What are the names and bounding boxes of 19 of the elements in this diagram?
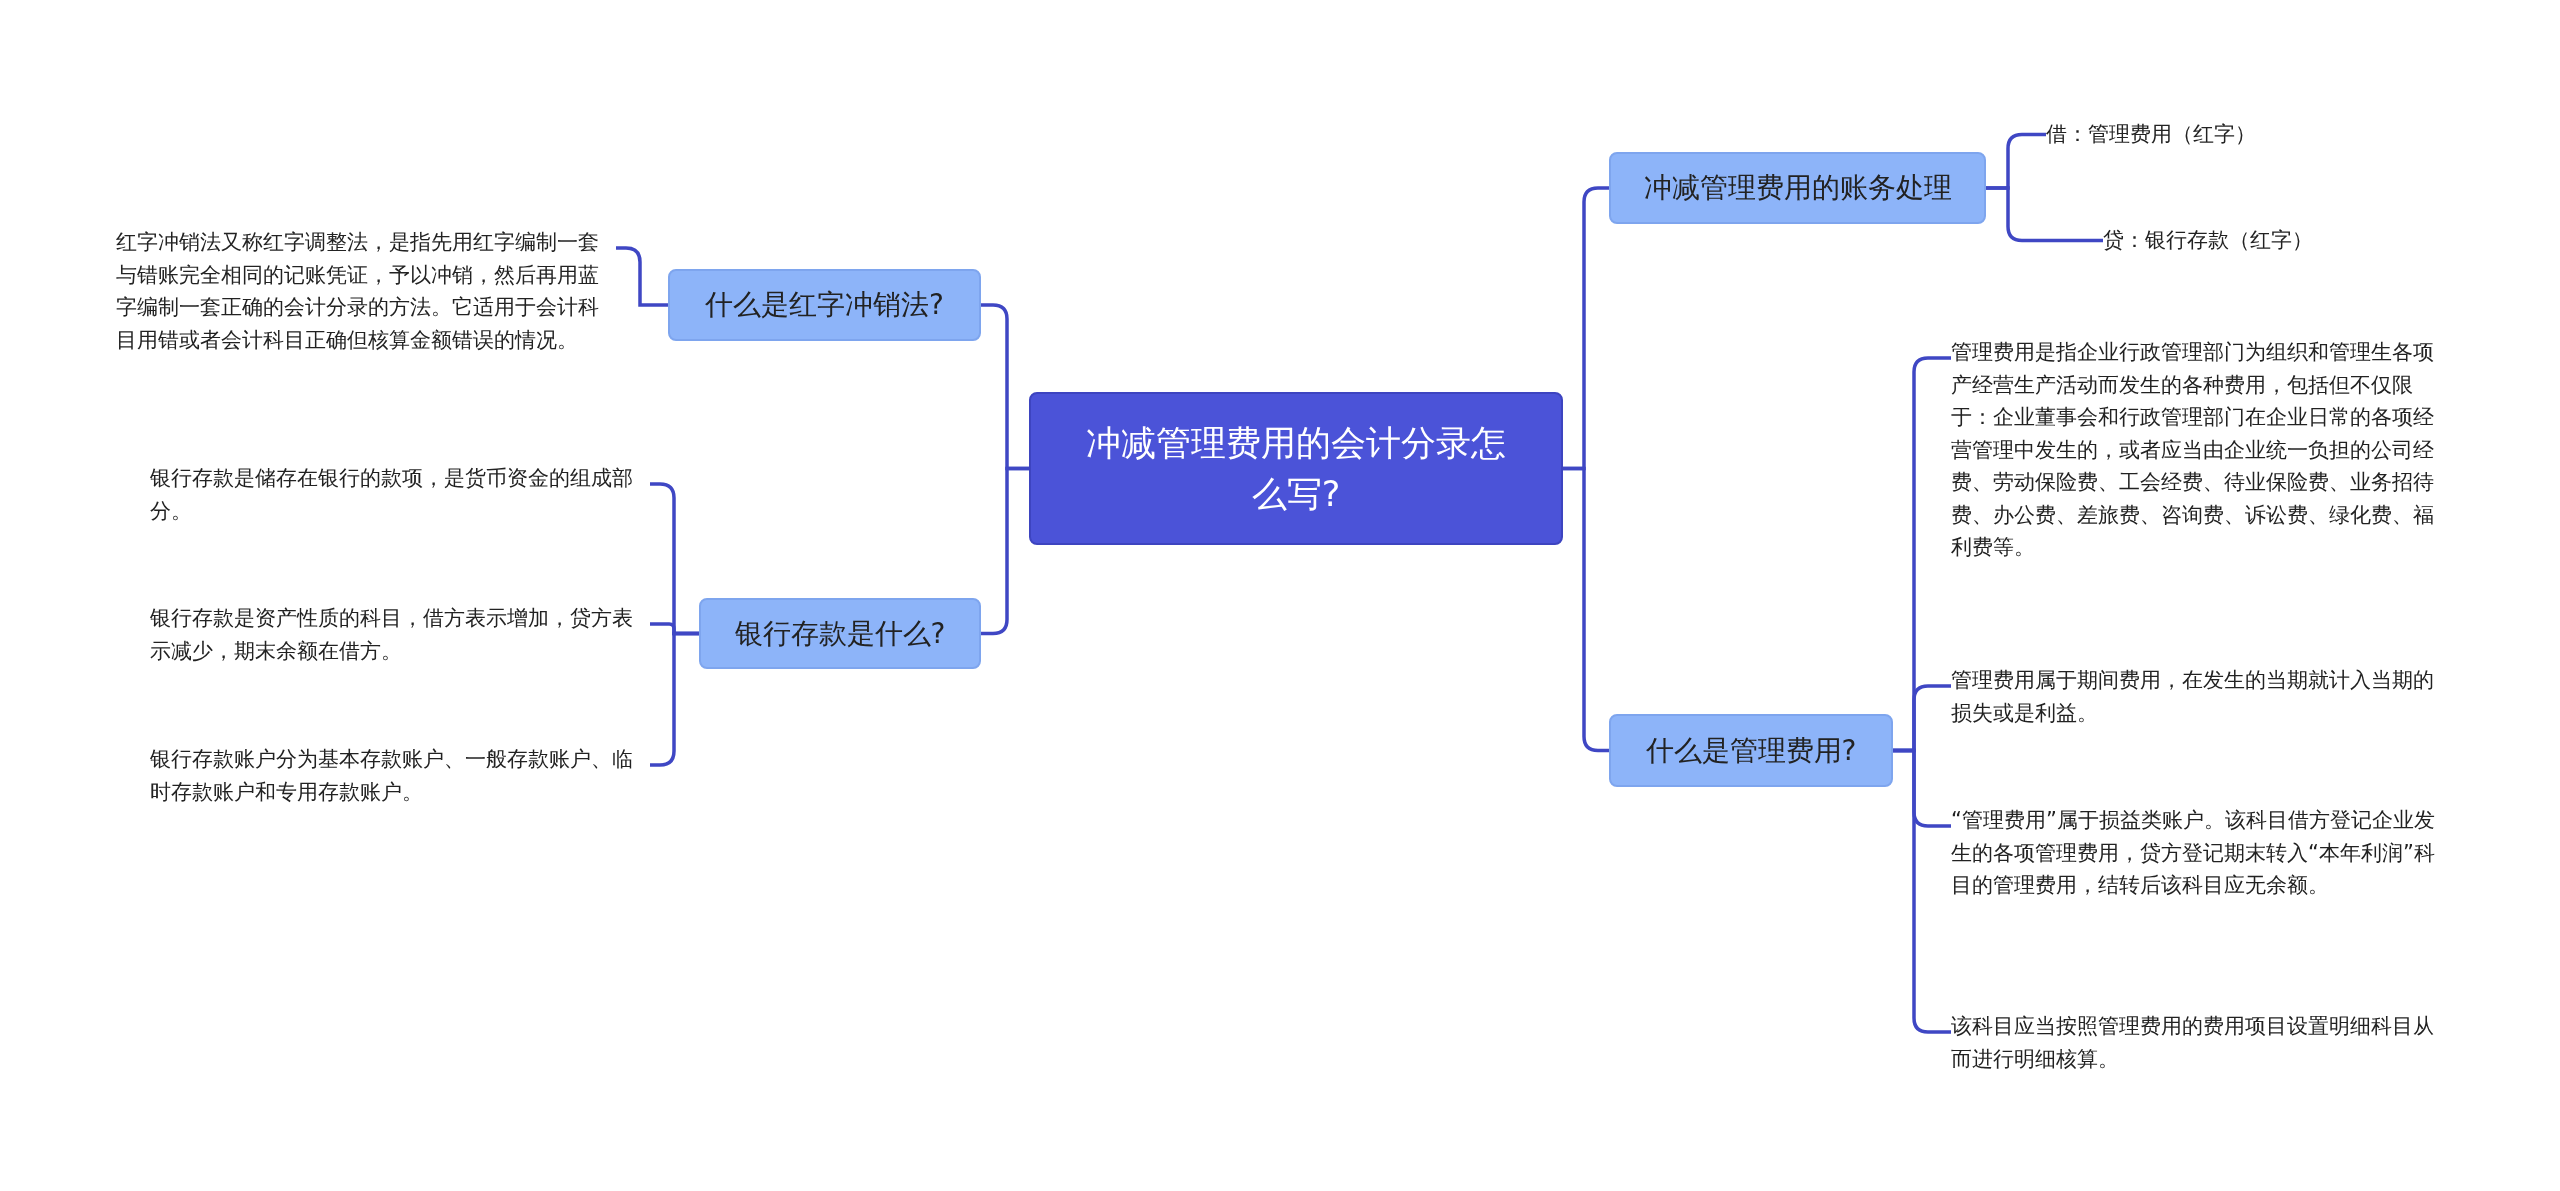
topic-box: 什么是红字冲销法? bbox=[668, 269, 981, 341]
note-text: 银行存款账户分为基本存款账户、一般存款账户、临时存款账户和专用存款账户。 bbox=[150, 746, 634, 806]
topic-box: 冲减管理费用的账务处理 bbox=[1609, 152, 1986, 224]
note-text: “管理费用”属于损益类账户。该科目借方登记企业发生的各项管理费用，贷方登记期末转入“本年利润”科目的管理费用，结转后该科目应无余额。 bbox=[1951, 807, 2436, 900]
topic-box: 什么是管理费用? bbox=[1609, 714, 1893, 787]
note-text: 银行存款是储存在银行的款项，是货币资金的组成部分。 bbox=[150, 465, 634, 525]
connector-line bbox=[981, 466, 1029, 636]
note-text: 贷：银行存款（红字） bbox=[2103, 227, 2313, 254]
note-text: 管理费用属于期间费用，在发生的当期就计入当期的损失或是利益。 bbox=[1951, 667, 2435, 727]
connector-line bbox=[1986, 186, 2103, 243]
note-text: 该科目应当按照管理费用的费用项目设置明细科目从而进行明细核算。 bbox=[1951, 1013, 2435, 1073]
note-text: 红字冲销法又称红字调整法，是指先用红字编制一套与错账完全相同的记账凭证，予以冲销，然后再用蓝字编制一套正确的会计分录的方法。它适用于会计科目用错或者会计科目正确但核算金额错误的情况。 bbox=[116, 229, 600, 354]
note-text: 银行存款是资产性质的科目，借方表示增加，贷方表示减少，期末余额在借方。 bbox=[150, 605, 634, 665]
central-topic-box: 冲减管理费用的会计分录怎么写? bbox=[1029, 392, 1563, 545]
connector-line bbox=[1563, 466, 1609, 753]
note-text: 管理费用是指企业行政管理部门为组织和管理生各项产经营生产活动而发生的各种费用，包括但不仅限于：企业董事会和行政管理部门在企业日常的各项经营管理中发生的，或者应当由企业统一负担的公司经费、劳动保险费、工会经费、待业保险费、业务招待费、办公费、差旅费、咨询费、诉讼费、绿化费、福利费等。 bbox=[1951, 339, 2435, 562]
connector-line bbox=[616, 246, 668, 307]
note-text: 借：管理费用（红字） bbox=[2046, 121, 2256, 148]
topic-box: 银行存款是什么? bbox=[699, 598, 981, 669]
